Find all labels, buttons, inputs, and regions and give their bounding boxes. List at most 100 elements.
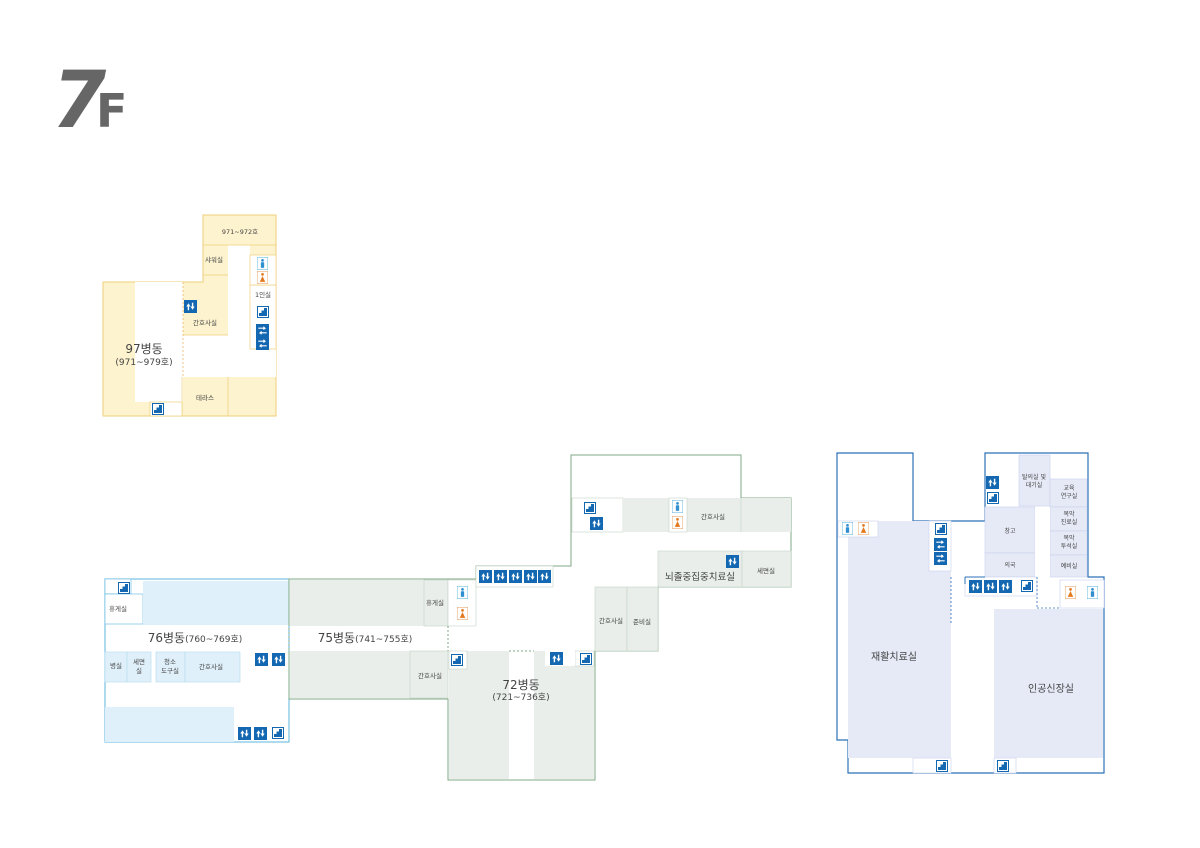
- nurse-station-97-label: 간호사실: [193, 318, 217, 327]
- wing-75-72: 휴게실 75병동(741~755호) 간호사실 72병동 (721~736호) …: [288, 454, 792, 781]
- elevator-icon: [272, 653, 285, 666]
- block-75-bottom: [290, 651, 410, 698]
- nurse-76-label: 간호사실: [199, 662, 223, 671]
- block-72-right: [534, 651, 594, 779]
- restroom-female-icon: [858, 522, 869, 535]
- wing-75-title: 75병동(741~755호): [318, 631, 413, 645]
- restroom-male-icon: [457, 586, 468, 599]
- wing-east: 재활치료실 인공신장실 탈의실 및 대기실 교육 연구실 복막 진료실 복막 투…: [836, 452, 1105, 774]
- wing-76-title: 76병동(760~769호): [148, 631, 243, 645]
- nurse-75: [409, 650, 449, 699]
- elevator-icon: [986, 476, 999, 489]
- ward-76-label: 병실: [110, 661, 122, 670]
- stairs-icon: [580, 653, 592, 665]
- edu-label-2: 연구실: [1061, 492, 1078, 500]
- restroom-male-icon: [842, 522, 853, 535]
- stairs-icon: [1021, 580, 1033, 592]
- stairs-icon: [987, 492, 999, 504]
- wing-97-range: (971~979호): [115, 357, 172, 368]
- elevator-icon: [726, 555, 739, 568]
- floor-suffix: F: [96, 84, 127, 138]
- shower-room-label: 샤워실: [205, 255, 223, 264]
- block-76-top: [143, 581, 289, 625]
- escalator-icon: [934, 538, 947, 551]
- escalator-icon: [256, 324, 269, 337]
- stairs-icon: [257, 306, 269, 318]
- elevator-icon: [538, 570, 551, 583]
- stairs-icon: [451, 654, 463, 666]
- wash-76-label-1: 세면: [133, 657, 145, 666]
- external-room: [984, 552, 1036, 578]
- rehab-label: 재활치료실: [871, 650, 917, 663]
- elevator-icon: [999, 580, 1012, 593]
- corridor-97-right: [228, 245, 250, 350]
- restroom-female-icon: [672, 516, 683, 529]
- block-72-left: [449, 651, 509, 779]
- lounge-76-label: 휴게실: [109, 604, 127, 613]
- abdomen-label-1: 복막: [1063, 510, 1075, 518]
- dialysis2-room: [1049, 530, 1088, 556]
- wing-72-range: (721~736호): [492, 692, 549, 703]
- corridor-97-bottom: [135, 377, 182, 402]
- nurse-75-label: 간호사실: [418, 671, 442, 680]
- restroom-male-icon: [672, 500, 683, 513]
- wing-97: 971~972호 샤워실 1인실 간호사실 테라스 97병동 (971~979호…: [102, 214, 277, 417]
- restroom-female-icon: [457, 607, 468, 620]
- dialysis2-label-1: 복막: [1063, 534, 1075, 542]
- edu-label-1: 교육: [1063, 485, 1075, 492]
- dialysis-label: 인공신장실: [1028, 683, 1074, 695]
- stairs-icon: [935, 523, 947, 535]
- changing-label-2: 대기실: [1026, 481, 1043, 489]
- changing-room: [1018, 454, 1051, 507]
- block-76-bottom: [105, 707, 234, 742]
- escalator-icon: [256, 337, 269, 350]
- terrace-label: 테라스: [196, 393, 214, 402]
- elevator-icon: [524, 570, 537, 583]
- stairs-icon: [997, 760, 1009, 772]
- nurse-72-mid: [594, 586, 628, 652]
- storage-label: 창고: [1004, 527, 1016, 535]
- restroom-female-icon: [257, 271, 268, 284]
- reserve-label: 예비실: [1061, 562, 1078, 570]
- elevator-icon: [255, 653, 268, 666]
- wash-72-label: 세면실: [757, 566, 775, 575]
- elevator-icon: [550, 652, 563, 665]
- changing-label-1: 탈의실 및: [1022, 473, 1046, 481]
- dialysis-room: [994, 609, 1103, 758]
- single-room-label: 1인실: [255, 290, 271, 299]
- room-971-972-label: 971~972호: [222, 228, 258, 236]
- elevator-icon: [494, 570, 507, 583]
- elevator-icon: [238, 727, 251, 740]
- block-75-top: [290, 580, 424, 626]
- abdomen-label-2: 진료실: [1061, 518, 1078, 526]
- clean-76-label-1: 청소: [164, 658, 176, 666]
- restroom-male-icon: [1087, 586, 1098, 599]
- dialysis2-label-2: 투석실: [1061, 542, 1078, 550]
- elevator-icon: [509, 570, 522, 583]
- elevator-icon: [479, 570, 492, 583]
- elevator-icon: [254, 727, 267, 740]
- stairs-icon: [272, 727, 284, 739]
- neuro-icu-label: 뇌졸중집중치료실: [665, 571, 735, 583]
- wash-72: [741, 550, 792, 588]
- lounge-75: [423, 579, 449, 627]
- wing-72-title: 72병동: [502, 678, 539, 692]
- prep-72-label: 준비실: [633, 617, 651, 626]
- clean-76-label-2: 도구실: [161, 666, 179, 675]
- wing-76: 휴게실 76병동(760~769호) 병실 세면 실 청소 도구실 간호사실: [104, 578, 290, 743]
- restroom-female-icon: [1065, 586, 1076, 599]
- wing-97-title: 97병동: [125, 342, 162, 356]
- stairs-icon: [584, 502, 596, 514]
- stairs-icon: [118, 582, 130, 594]
- stairs-icon: [936, 760, 948, 772]
- wash-76: [126, 651, 152, 683]
- escalator-icon: [934, 552, 947, 565]
- prep-72: [626, 586, 659, 652]
- nurse-72-top: [623, 498, 791, 532]
- stairs-icon: [152, 403, 164, 415]
- nurse-76: [184, 651, 241, 683]
- lounge-75-label: 휴게실: [426, 598, 444, 607]
- nurse-72-mid-label: 간호사실: [599, 616, 623, 625]
- elevator-icon: [184, 300, 197, 313]
- wash-76-label-2: 실: [136, 666, 142, 675]
